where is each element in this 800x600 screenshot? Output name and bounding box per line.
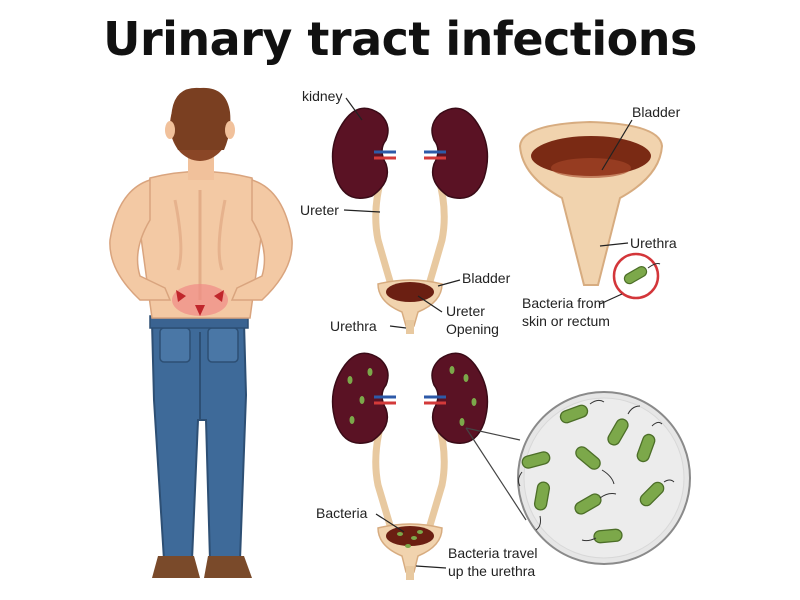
label-urethra: Urethra — [330, 318, 377, 334]
label-bacteria-source: Bacteria from skin or rectum — [522, 295, 610, 329]
bacteria-icon — [623, 266, 648, 285]
label-kidney: kidney — [302, 88, 343, 104]
label-ureter: Ureter — [300, 202, 339, 218]
label-bladder-closeup: Bladder — [632, 104, 681, 120]
bladder-closeup-diagram — [518, 119, 664, 305]
label-bacteria: Bacteria — [316, 505, 368, 521]
infected-urinary-system-diagram — [331, 352, 527, 580]
label-bladder: Bladder — [462, 270, 511, 286]
left-kidney-icon — [331, 107, 389, 199]
person-back-pain-illustration — [109, 87, 293, 578]
label-urethra-closeup: Urethra — [630, 235, 677, 251]
magnifier-circle — [517, 391, 691, 565]
urinary-system-diagram — [331, 97, 489, 334]
label-bacteria-travel: Bacteria travel up the urethra — [448, 545, 538, 579]
page-title: Urinary tract infections — [103, 12, 697, 66]
right-kidney-icon — [431, 107, 489, 199]
label-ureter-opening: Ureter Opening — [446, 303, 499, 337]
